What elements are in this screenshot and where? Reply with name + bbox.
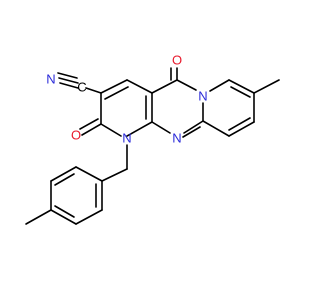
lactam-nitrogen-label: N (122, 130, 131, 145)
atom-label-layer: N C O O N N N (46, 52, 207, 145)
lactam-co-bond (81, 123, 102, 136)
ring-b-bond-1 (151, 79, 178, 94)
ring-b-bond-5 (151, 121, 171, 134)
ring-b-bond-4-double (182, 126, 201, 138)
tolyl-bond-5 (50, 166, 77, 182)
bond-layer (25, 67, 280, 225)
ring-a-bond-4 (126, 121, 153, 137)
ring-a-bond-1-double (104, 86, 129, 100)
ring-a-bond-5 (100, 123, 122, 137)
nitrile-carbon-label: C (77, 79, 86, 94)
nitrile-triple-bond-c (57, 72, 78, 79)
nitrile-c-ring-bond (85, 87, 102, 94)
methyl-tolyl-bond (25, 209, 52, 225)
ring-c-bond-5 (202, 120, 230, 137)
tolyl-bond-2 (75, 209, 103, 225)
tolyl-bond-5-double (54, 173, 75, 186)
ch2-aryl-bond (101, 168, 128, 182)
ring-a-bond-2 (126, 79, 153, 94)
nitrile-triple-bond-a (59, 82, 79, 89)
ring-c-bond-2 (228, 79, 255, 94)
tolyl-bond-6 (75, 166, 103, 182)
ring-b-bond-2 (176, 79, 197, 91)
left-oxygen-label: O (71, 127, 81, 142)
ring-nitrogen-label: N (172, 130, 181, 145)
ring-c-bond-4-double (228, 117, 251, 131)
tolyl-bond-3 (50, 209, 77, 225)
ring-a-bond-1 (100, 79, 128, 94)
ring-c-bond-2-double (230, 86, 251, 98)
nitrile-nitrogen-label: N (46, 71, 55, 86)
top-oxygen-label: O (172, 52, 182, 67)
nitrile-triple-bond-b (58, 77, 79, 84)
ring-b-bond-4 (183, 120, 204, 134)
molecule-canvas: N C O O N N N (25, 52, 280, 225)
tolyl-bond-3-double (54, 205, 75, 218)
ring-c-bond-4 (228, 121, 255, 137)
ring-c-bond-1 (209, 79, 230, 92)
bridgehead-nitrogen-label: N (198, 88, 207, 103)
methyl-right-bond (253, 79, 280, 94)
structure-drawing: N C O O N N N (25, 52, 280, 225)
lactam-co-bond-double (79, 118, 99, 130)
